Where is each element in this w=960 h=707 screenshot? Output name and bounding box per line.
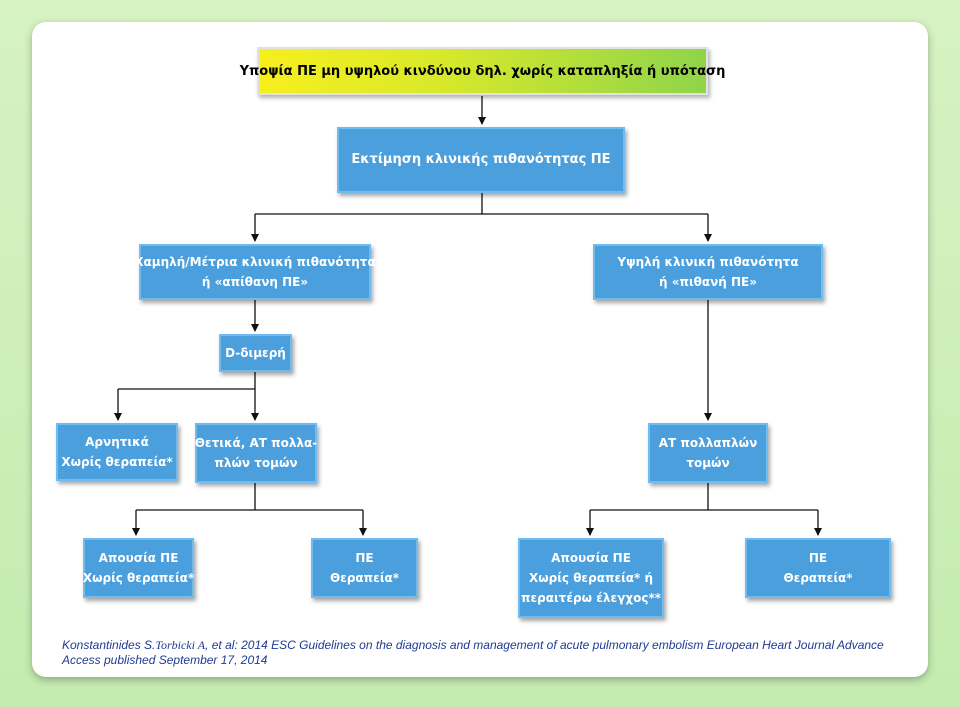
suspected-pe-title-box: Υποψία ΠΕ μη υψηλού κινδύνου δηλ. χωρίς …	[240, 47, 725, 95]
ct-high-prob-line-2: τομών	[686, 456, 730, 470]
no-pe-right-line-2: Χωρίς θεραπεία* ή	[528, 571, 654, 585]
no-pe-right-line-3: περαιτέρω έλεγχος**	[521, 591, 661, 605]
positive-result-line-1: Θετικά, ΑΤ πολλα-	[194, 436, 318, 450]
high-probability-line-2: ή «πιθανή ΠΕ»	[658, 275, 757, 289]
d-dimer-label: D-διμερή	[225, 346, 286, 360]
assessment-box: Εκτίμηση κλινικής πιθανότητας ΠΕ	[337, 127, 625, 193]
d-dimer-box: D-διμερή	[219, 334, 292, 372]
pe-right-box: ΠΕ Θεραπεία*	[745, 538, 891, 598]
ct-high-prob-line-1: ΑΤ πολλαπλών	[658, 436, 758, 450]
low-probability-line-1: Χαμηλή/Μέτρια κλινική πιθανότητα	[134, 255, 376, 269]
positive-result-line-2: πλών τομών	[214, 456, 298, 470]
low-probability-box: Χαμηλή/Μέτρια κλινική πιθανότητα ή «απίθ…	[134, 244, 376, 300]
no-pe-left-line-2: Χωρίς θεραπεία*	[82, 571, 195, 585]
high-probability-line-1: Υψηλή κλινική πιθανότητα	[617, 255, 799, 269]
pe-left-box: ΠΕ Θεραπεία*	[311, 538, 418, 598]
pe-left-line-2: Θεραπεία*	[329, 571, 400, 585]
no-pe-right-line-1: Απουσία ΠΕ	[551, 551, 631, 565]
no-pe-right-box: Απουσία ΠΕ Χωρίς θεραπεία* ή περαιτέρω έ…	[518, 538, 664, 618]
no-pe-left-box: Απουσία ΠΕ Χωρίς θεραπεία*	[83, 538, 194, 598]
high-probability-box: Υψηλή κλινική πιθανότητα ή «πιθανή ΠΕ»	[593, 244, 823, 300]
negative-result-line-1: Αρνητικά	[85, 435, 149, 449]
citation-details: , et al: 2014 ESC Guidelines on the diag…	[62, 638, 884, 667]
pe-right-line-1: ΠΕ	[808, 551, 828, 565]
negative-result-box: Αρνητικά Χωρίς θεραπεία*	[56, 423, 178, 481]
positive-result-box: Θετικά, ΑΤ πολλα- πλών τομών	[195, 423, 317, 483]
low-probability-line-2: ή «απίθανη ΠΕ»	[201, 275, 309, 289]
pe-left-line-1: ΠΕ	[355, 551, 374, 565]
citation: Konstantinides S.Torbicki A, et al: 2014…	[62, 638, 922, 668]
suspected-pe-title: Υποψία ΠΕ μη υψηλού κινδύνου δηλ. χωρίς …	[239, 63, 726, 79]
negative-result-line-2: Χωρίς θεραπεία*	[61, 455, 173, 469]
citation-coauthor: Torbicki A	[155, 638, 206, 652]
citation-authors: Konstantinides S.	[62, 638, 156, 652]
pe-right-line-2: Θεραπεία*	[783, 571, 853, 585]
ct-high-prob-box: ΑΤ πολλαπλών τομών	[648, 423, 768, 483]
no-pe-left-line-1: Απουσία ΠΕ	[98, 551, 179, 565]
assessment-label: Εκτίμηση κλινικής πιθανότητας ΠΕ	[351, 152, 611, 167]
